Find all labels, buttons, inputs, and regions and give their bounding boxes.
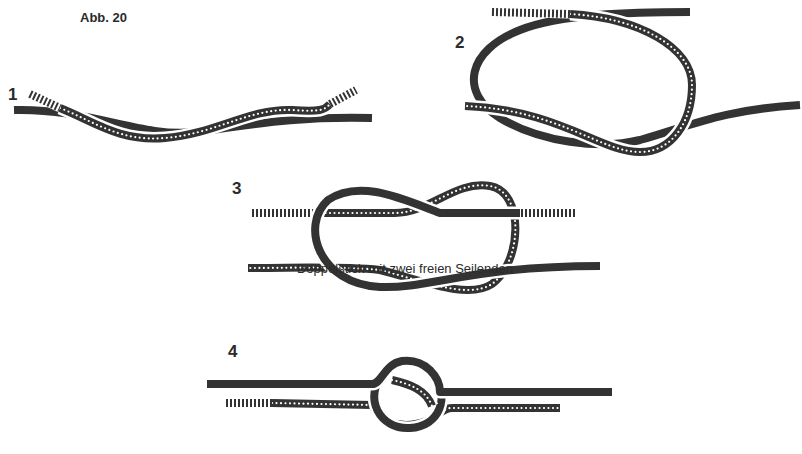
- figure-caption: Doppelstich mit zwei freien Seilenden: [297, 262, 513, 276]
- step-number: 3: [232, 180, 241, 199]
- step-number: 2: [455, 34, 464, 53]
- figure-title: Abb. 20: [80, 11, 127, 25]
- rope-figure-1: [14, 90, 372, 139]
- rope-figure-3: [248, 185, 600, 290]
- rope-figure-4: [207, 361, 612, 428]
- step-number: 1: [8, 86, 17, 105]
- step-number: 4: [228, 343, 237, 362]
- rope-figure-2: [465, 12, 800, 152]
